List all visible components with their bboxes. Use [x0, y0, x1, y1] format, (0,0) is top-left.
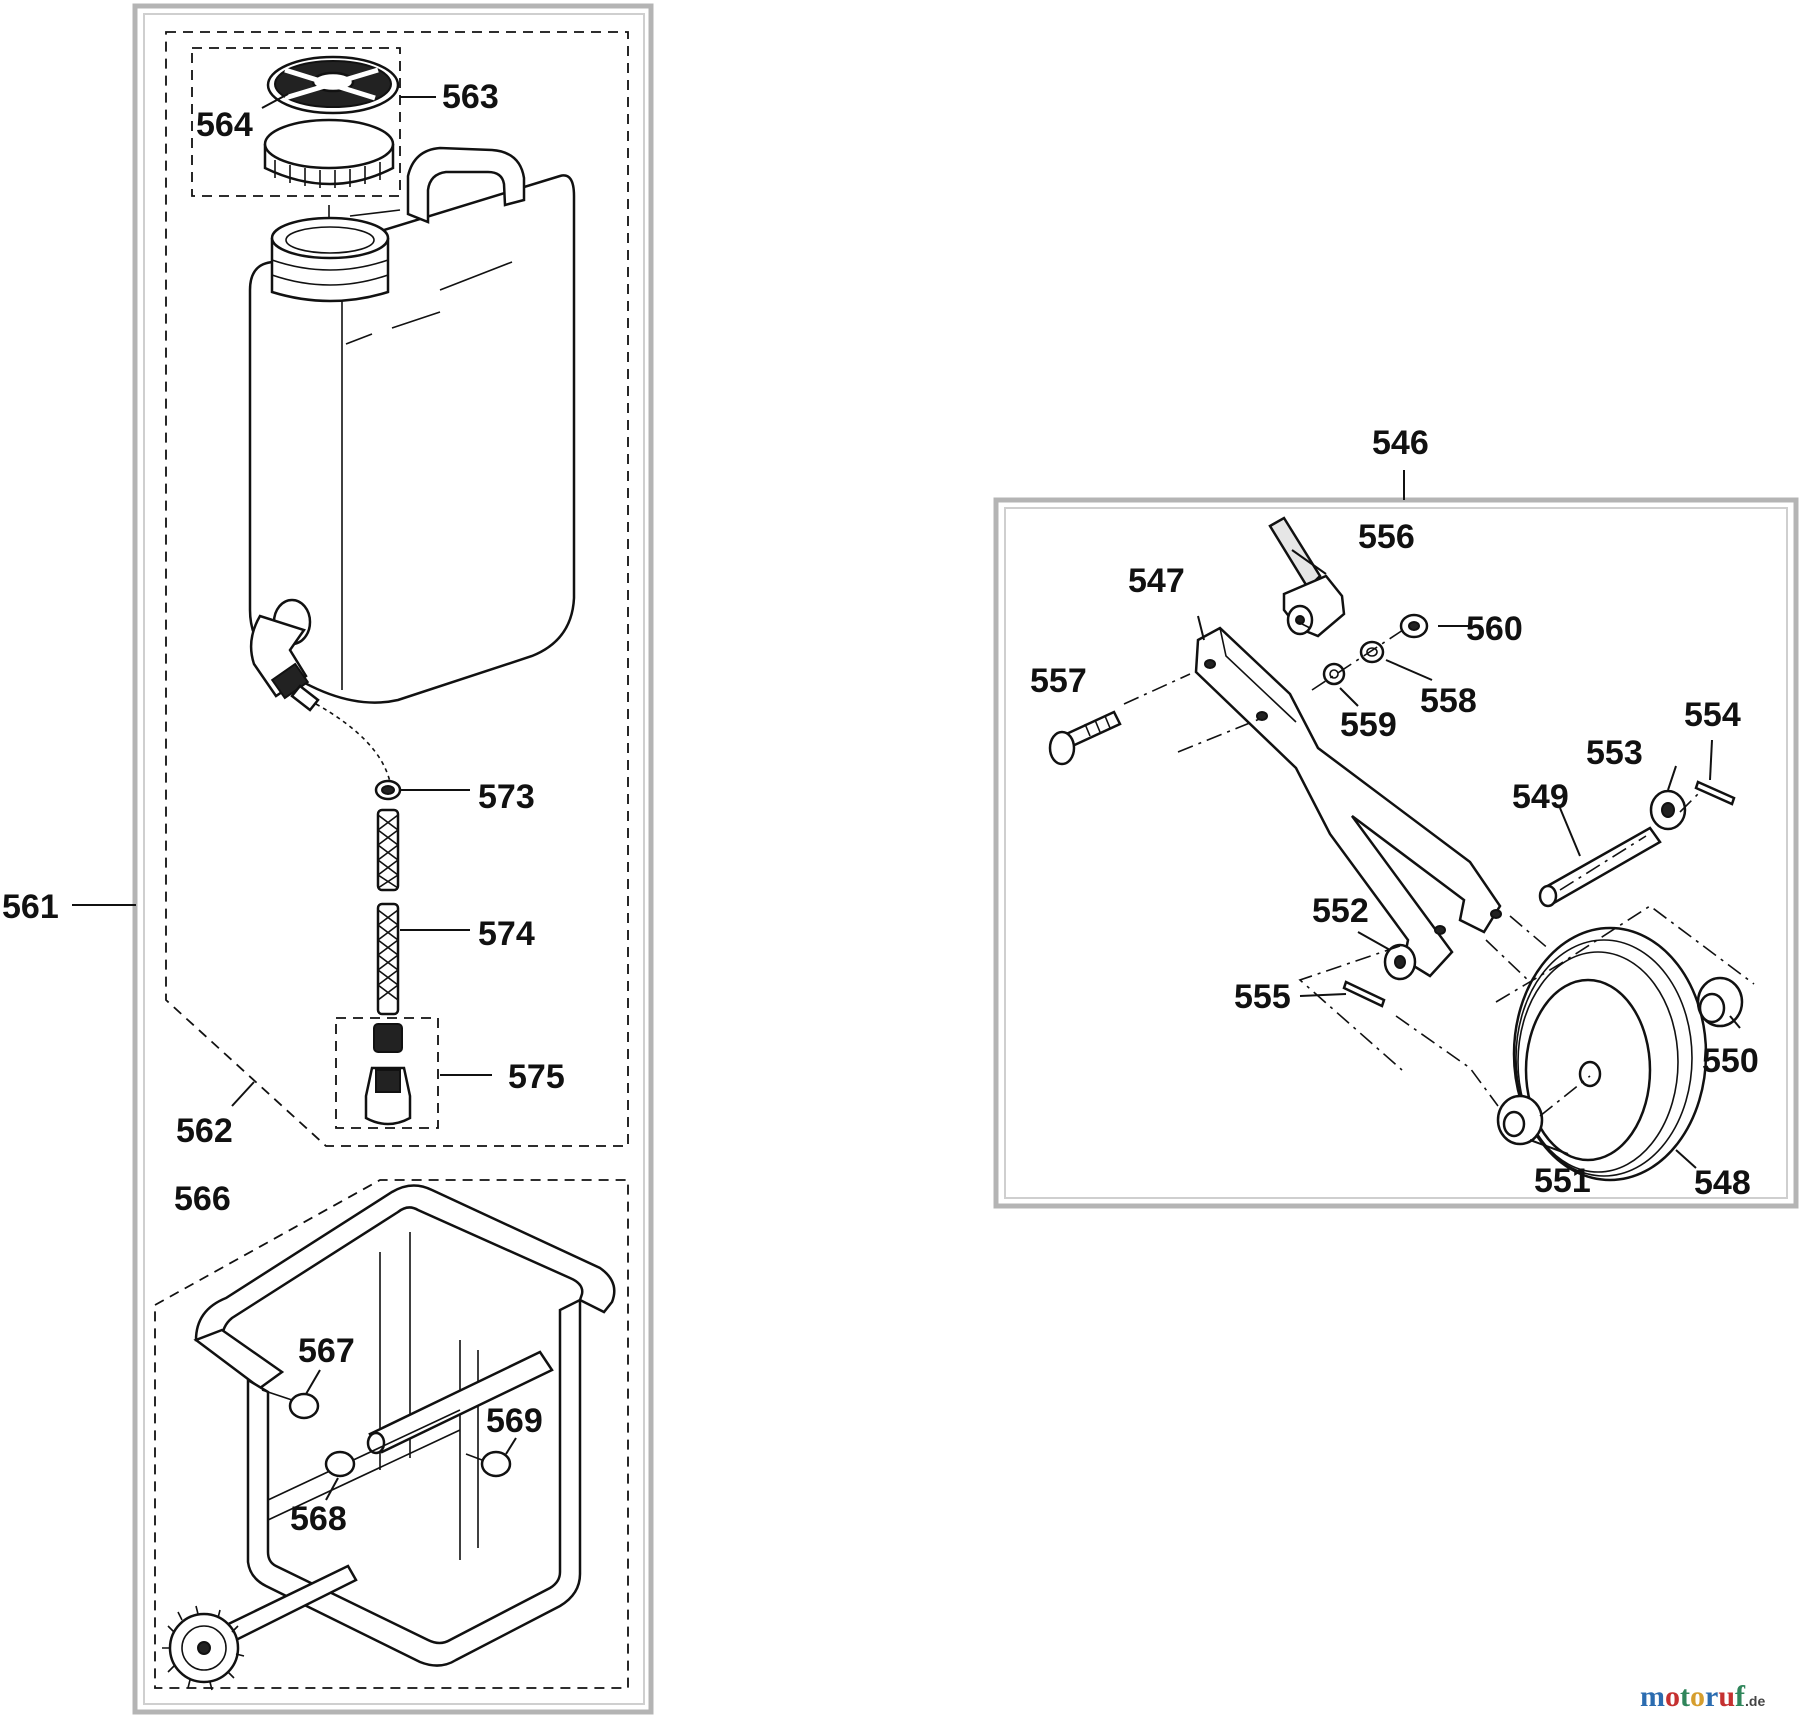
label-547: 547: [1128, 562, 1185, 600]
end-cap-569: [465, 1450, 512, 1478]
label-569: 569: [486, 1402, 543, 1440]
hose-section-lower: [376, 902, 400, 1016]
washer-559: [1322, 662, 1346, 686]
label-564: 564: [196, 106, 253, 144]
label-560: 560: [1466, 610, 1523, 648]
wheel-bracket-547: [1194, 626, 1502, 978]
cap-lid-564: [266, 55, 400, 115]
label-562: 562: [176, 1112, 233, 1150]
wheel-548: [1512, 926, 1708, 1182]
filter-575: [364, 1023, 412, 1126]
svg-text:motoruf.de: motoruf.de: [1640, 1680, 1765, 1713]
label-561: 561: [2, 888, 59, 926]
wm-char-3: o: [1690, 1680, 1705, 1713]
watermark-logo: motoruf.de: [1640, 1680, 1765, 1713]
hub-551: [1496, 1094, 1544, 1146]
group-566-outline: [154, 1179, 629, 1689]
label-556: 556: [1358, 518, 1415, 556]
label-563: 563: [442, 78, 499, 116]
end-cap-568: [324, 1450, 356, 1478]
wm-char-5: u: [1718, 1680, 1735, 1713]
label-559: 559: [1340, 706, 1397, 744]
label-566: 566: [174, 1180, 231, 1218]
label-568: 568: [290, 1500, 347, 1538]
frame-561: [132, 3, 654, 1715]
label-553: 553: [1586, 734, 1643, 772]
water-tank: [248, 146, 576, 704]
washer-560: [1399, 613, 1429, 639]
wm-suffix: .de: [1745, 1693, 1765, 1709]
wm-char-1: o: [1665, 1680, 1680, 1713]
wm-char-2: t: [1680, 1680, 1690, 1713]
label-558: 558: [1420, 682, 1477, 720]
label-554: 554: [1684, 696, 1741, 734]
knob-556: [1268, 516, 1346, 638]
assembly-guides: [1123, 619, 1755, 1117]
label-557: 557: [1030, 662, 1087, 700]
group-563-outline: [191, 47, 401, 197]
wm-char-4: r: [1705, 1680, 1718, 1713]
axle-549: [1538, 826, 1662, 908]
washer-553: [1649, 789, 1687, 831]
wm-char-0: m: [1640, 1680, 1665, 1713]
outlet-elbow: [249, 598, 320, 712]
label-575: 575: [508, 1058, 565, 1096]
wm-char-6: f: [1735, 1680, 1746, 1713]
label-573: 573: [478, 778, 535, 816]
hose-clamp-573: [374, 779, 402, 801]
label-552: 552: [1312, 892, 1369, 930]
group-562-outline: [165, 31, 629, 1147]
washer-552: [1383, 943, 1417, 981]
hose-guide: [315, 703, 391, 783]
label-550: 550: [1702, 1042, 1759, 1080]
bolt-557: [1048, 710, 1122, 766]
screw-cap: [263, 118, 395, 188]
cotter-pin-555: [1342, 980, 1386, 1008]
washer-558: [1359, 640, 1385, 664]
cotter-pin-554: [1694, 780, 1736, 806]
hose-section-upper: [376, 808, 400, 892]
cart-frame: [162, 1184, 616, 1691]
hub-550: [1696, 976, 1744, 1028]
label-546: 546: [1372, 424, 1429, 462]
label-555: 555: [1234, 978, 1291, 1016]
label-574: 574: [478, 915, 535, 953]
frame-546: [993, 497, 1799, 1209]
label-549: 549: [1512, 778, 1569, 816]
label-548: 548: [1694, 1164, 1751, 1202]
group-575-outline: [335, 1017, 439, 1129]
label-567: 567: [298, 1332, 355, 1370]
label-551: 551: [1534, 1162, 1591, 1200]
end-cap-567: [261, 1389, 320, 1420]
